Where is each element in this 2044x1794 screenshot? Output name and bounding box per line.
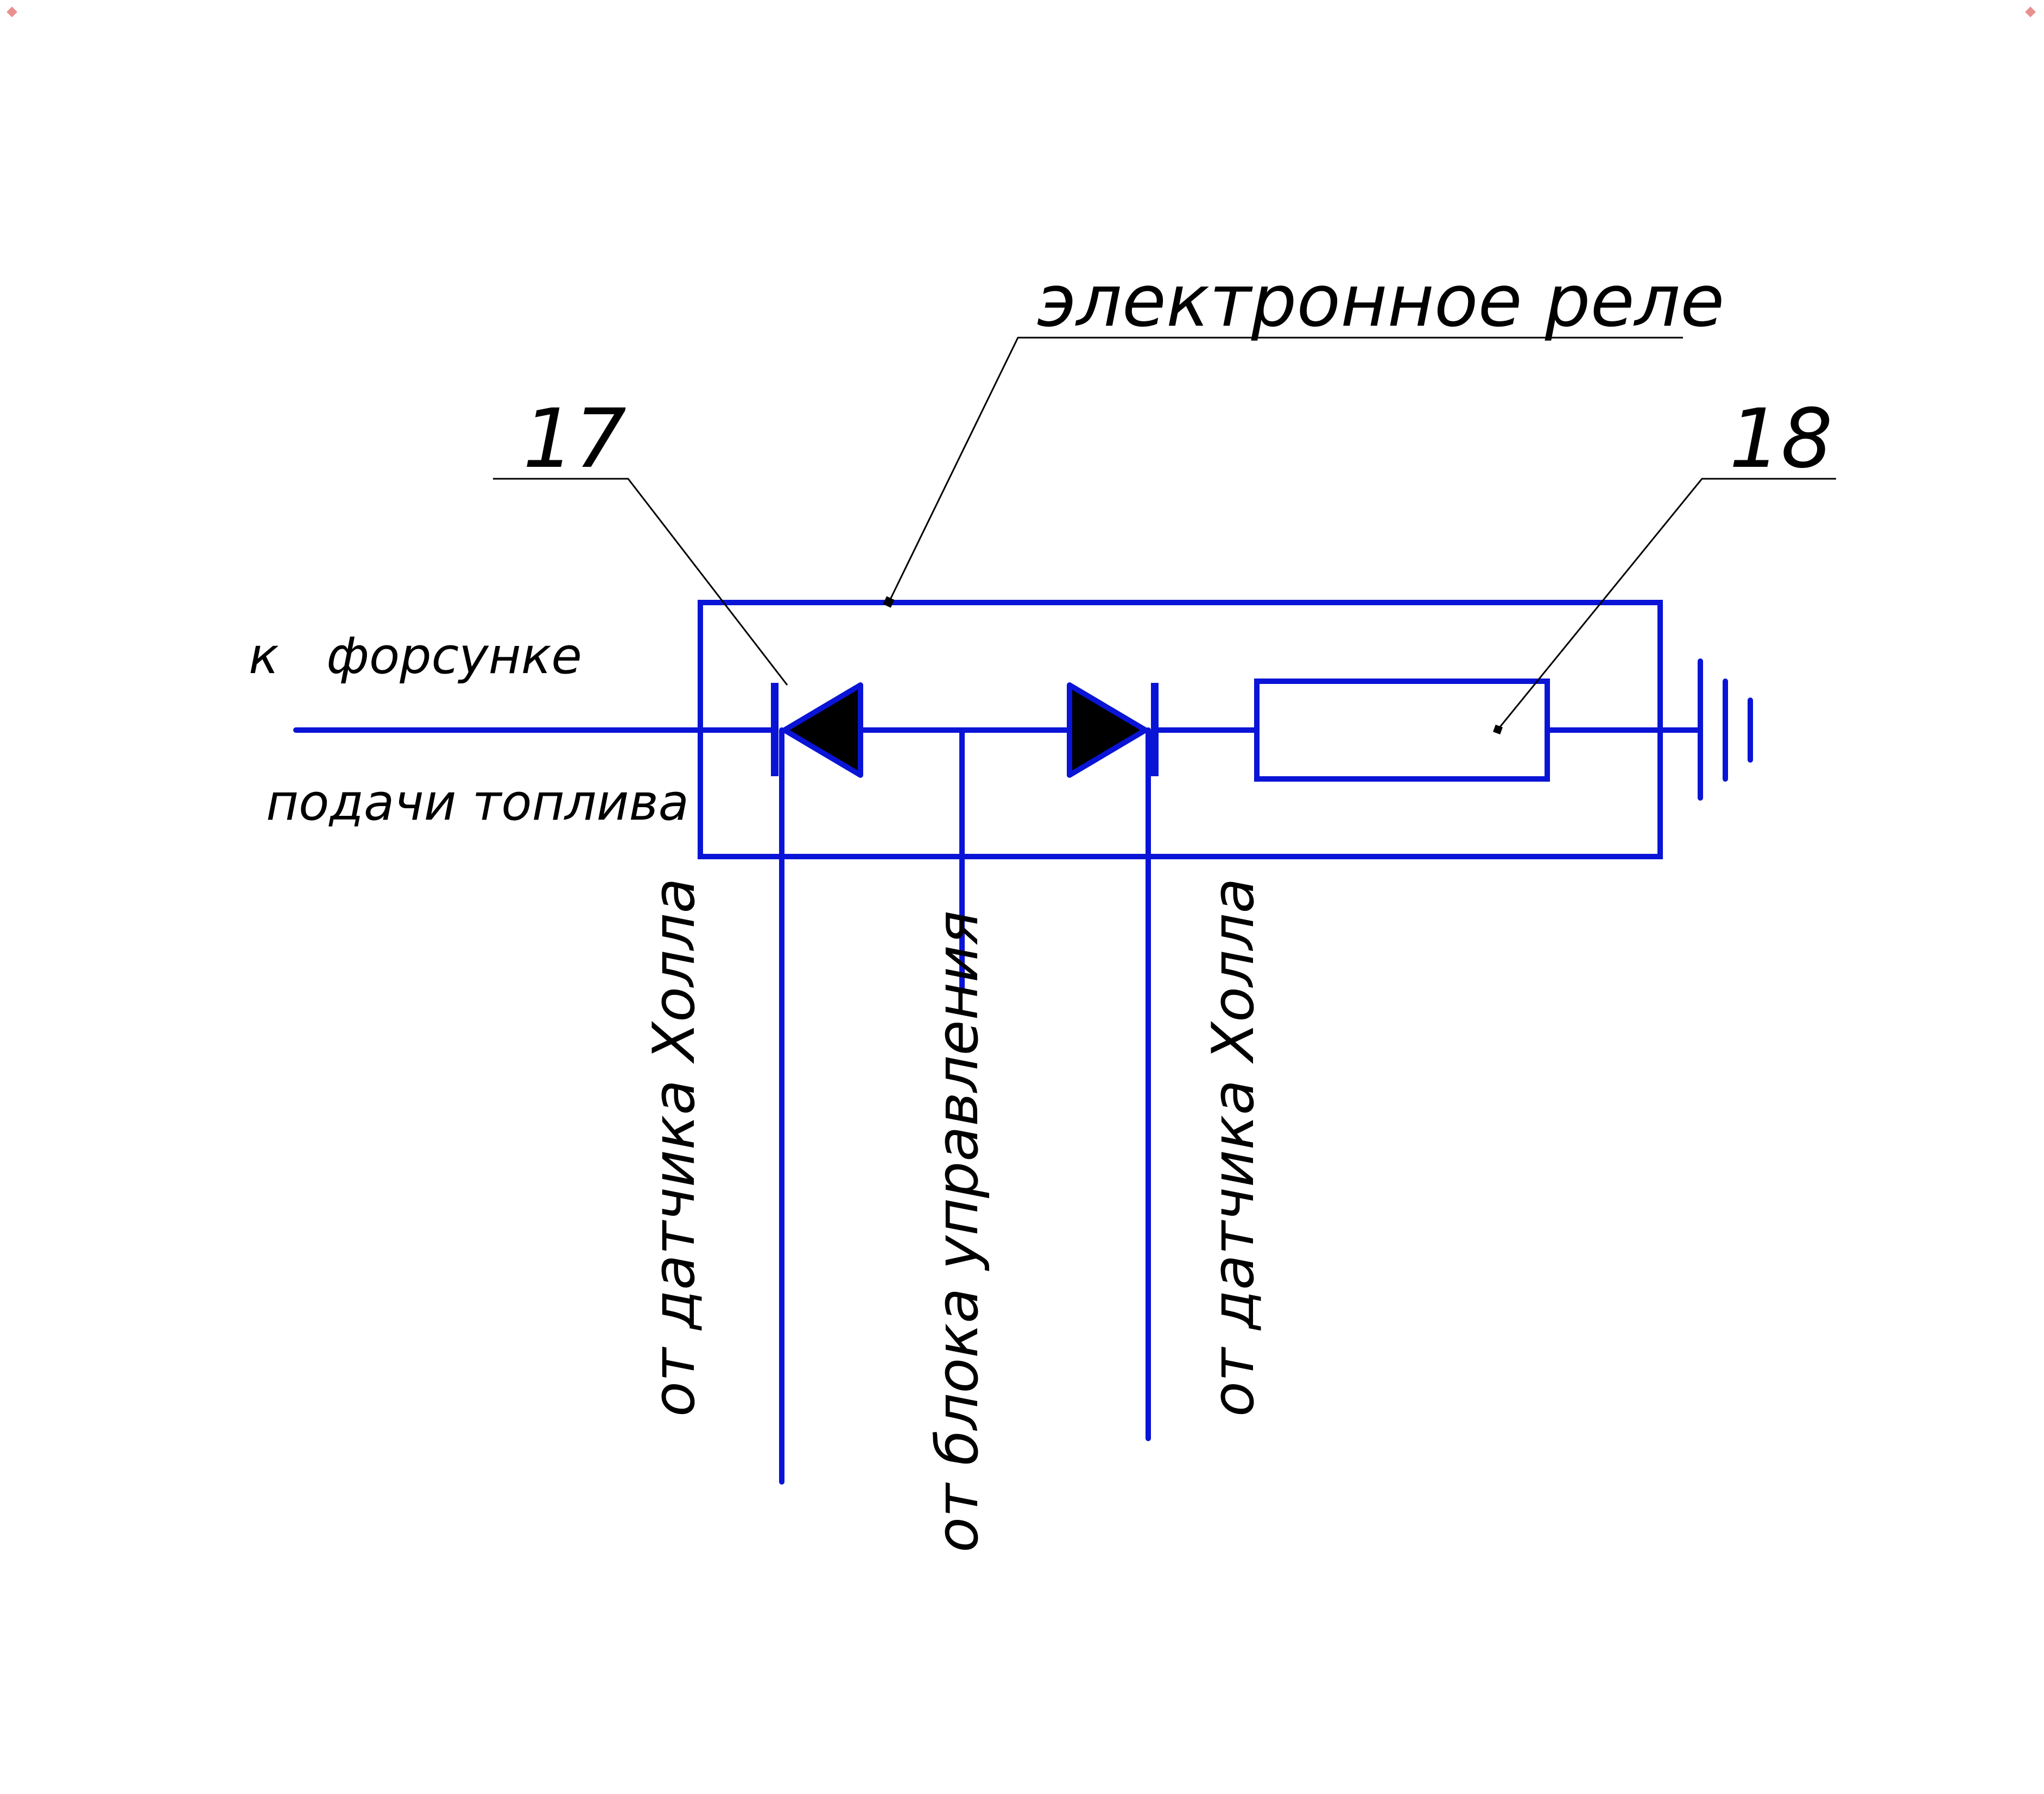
diode-17 — [771, 682, 863, 778]
relay-label: электронное реле — [1037, 259, 1724, 343]
leader-17 — [493, 478, 788, 686]
corner-markers — [7, 7, 2036, 17]
injector-label-line2: подачи топлива — [266, 774, 689, 832]
injector-label-line1: к форсунке — [249, 627, 582, 685]
diode-second-triangle — [1067, 682, 1148, 778]
leader-relay-dot — [883, 596, 895, 608]
leader-lines — [493, 337, 1836, 730]
diode-17-triangle — [782, 682, 863, 778]
vertical-leads — [779, 727, 1151, 1485]
control-unit-label: от блока управления — [924, 910, 991, 1552]
ground-symbol — [1698, 658, 1753, 801]
leader-relay — [888, 337, 1683, 603]
corner-marker-right — [2025, 7, 2036, 17]
corner-marker-left — [7, 7, 17, 17]
callout-17: 17 — [523, 392, 627, 486]
resistor-18 — [1254, 679, 1550, 782]
hall-left-label: от датчика Холла — [641, 878, 707, 1417]
callout-18: 18 — [1729, 392, 1833, 486]
diode-second — [1067, 682, 1159, 778]
hall-right-label: от датчика Холла — [1200, 878, 1267, 1417]
leader-18 — [1497, 478, 1836, 730]
